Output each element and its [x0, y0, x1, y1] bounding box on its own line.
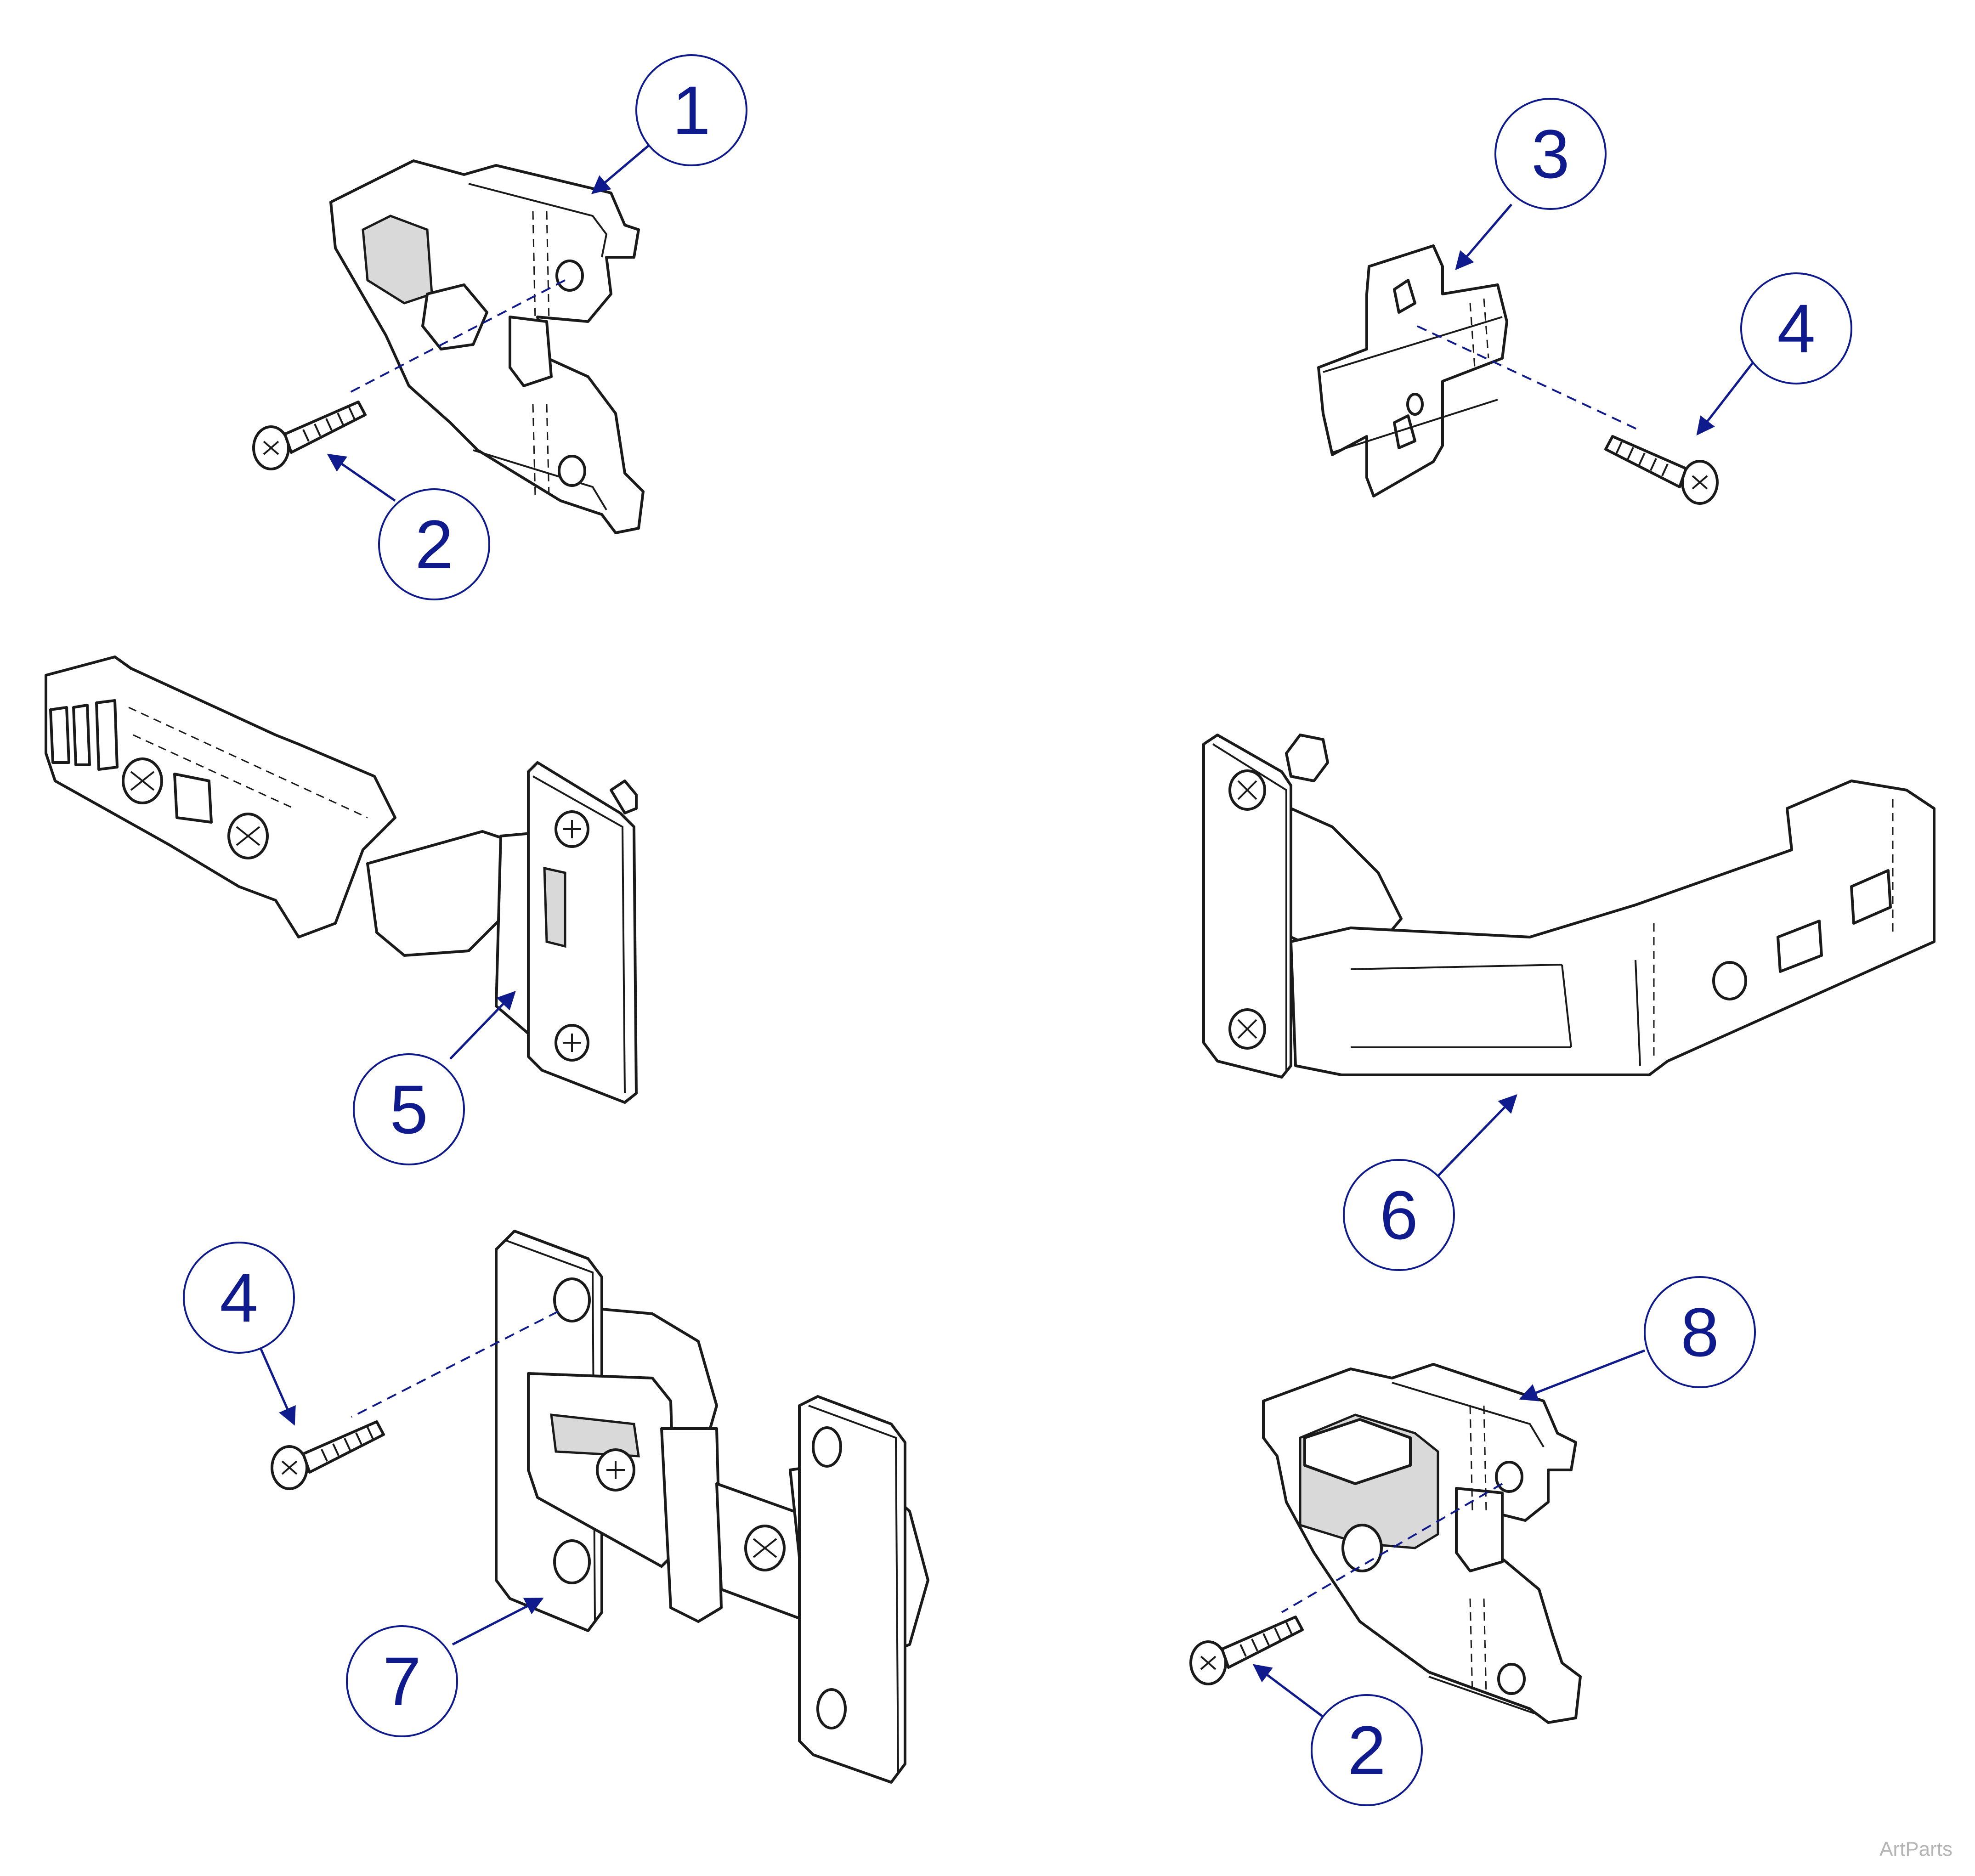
screw-icon [272, 1422, 384, 1489]
screw-icon [254, 402, 365, 469]
svg-text:1: 1 [672, 72, 710, 149]
mounting-plate-part-8 [1262, 1363, 1582, 1724]
callout-5: 5 [353, 1053, 465, 1165]
callout-2: 2 [378, 488, 490, 600]
callout-2: 2 [1311, 1694, 1423, 1806]
callout-8: 8 [1644, 1276, 1756, 1388]
hinge-part-7 [495, 1230, 929, 1784]
svg-text:8: 8 [1681, 1294, 1719, 1371]
mounting-plate-part-3 [1317, 244, 1508, 497]
assembly-axis-8 [1281, 1483, 1503, 1613]
svg-text:4: 4 [1777, 290, 1815, 367]
concealed-hinge-part-6 [1202, 734, 1935, 1079]
callout-4: 4 [183, 1242, 295, 1354]
svg-text:3: 3 [1531, 115, 1569, 192]
screw-icon [1191, 1617, 1302, 1684]
svg-text:2: 2 [415, 506, 453, 583]
callout-1: 1 [635, 54, 747, 166]
mounting-plate-part-1 [329, 159, 645, 534]
assembly-axis-7 [351, 1311, 559, 1418]
svg-text:2: 2 [1347, 1712, 1386, 1789]
callout-3: 3 [1494, 98, 1607, 210]
svg-text:6: 6 [1380, 1176, 1418, 1254]
callout-4: 4 [1740, 272, 1852, 384]
screw-icon [1606, 436, 1717, 503]
leader-lines [258, 141, 1754, 1721]
callout-6: 6 [1343, 1159, 1455, 1271]
assembly-axis-1 [349, 279, 566, 394]
callout-7: 7 [346, 1625, 458, 1737]
svg-text:7: 7 [383, 1643, 421, 1720]
svg-text:4: 4 [220, 1259, 258, 1336]
concealed-hinge-part-5 [45, 655, 638, 1104]
svg-text:5: 5 [390, 1071, 428, 1148]
assembly-axis-3 [1417, 325, 1638, 430]
watermark-text: ArtParts [1879, 1838, 1952, 1860]
